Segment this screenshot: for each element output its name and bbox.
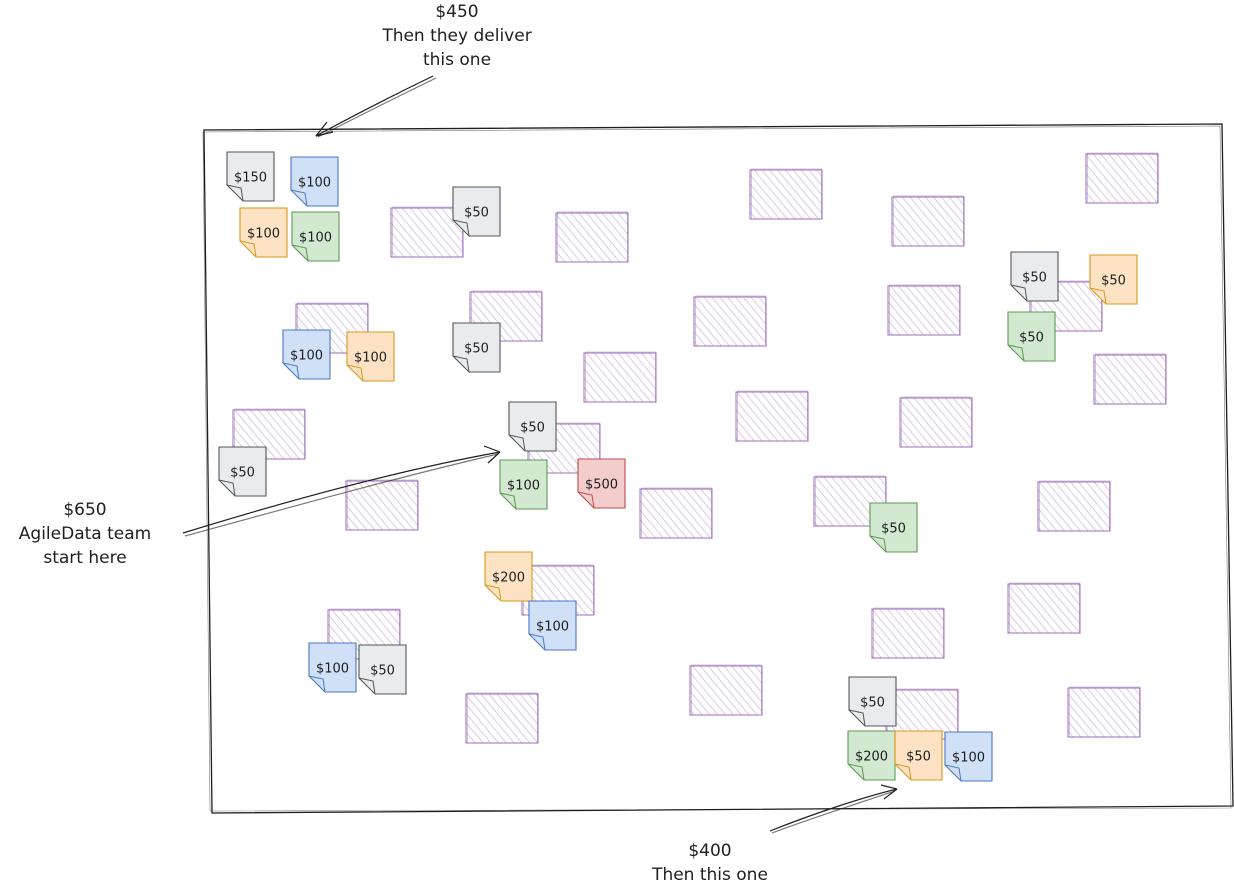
- sticky-note-orange: $50: [1089, 254, 1138, 305]
- sticky-note-label: $50: [1101, 274, 1126, 289]
- sticky-note-label: $50: [860, 696, 885, 711]
- sticky-note-orange: $100: [346, 331, 395, 382]
- sticky-note-green: $50: [869, 502, 918, 553]
- work-item-box: [891, 195, 965, 247]
- arrow-top: [315, 75, 437, 138]
- work-item-box: [693, 295, 767, 347]
- sticky-note-label: $100: [952, 751, 985, 766]
- sticky-note-orange: $100: [239, 207, 288, 258]
- annotation-top-amount: $450: [435, 2, 479, 22]
- sticky-note-label: $150: [234, 171, 267, 186]
- sticky-note-label: $50: [464, 206, 489, 221]
- work-item-box: [899, 396, 973, 448]
- work-item-box: [871, 607, 945, 659]
- work-item-box: [749, 168, 823, 220]
- board-frame: [203, 123, 1234, 814]
- work-item-box: [735, 390, 809, 442]
- sticky-note-label: $50: [1022, 271, 1047, 286]
- work-item-box: [1037, 480, 1111, 532]
- work-item-box: [1093, 353, 1167, 405]
- sticky-note-orange: $200: [484, 551, 533, 602]
- sticky-note-label: $50: [520, 421, 545, 436]
- work-item-box: [639, 487, 713, 539]
- annotation-bottom-line1: Then this one: [652, 865, 768, 885]
- sticky-note-blue: $100: [290, 156, 339, 207]
- work-item-box: [469, 290, 543, 342]
- sticky-note-label: $50: [906, 750, 931, 765]
- sticky-note-grey: $50: [452, 186, 501, 237]
- sticky-note-green: $100: [499, 459, 548, 510]
- sticky-note-grey: $50: [508, 401, 557, 452]
- work-item-box: [390, 206, 464, 258]
- sticky-note-label: $50: [370, 664, 395, 679]
- sticky-note-label: $100: [354, 351, 387, 366]
- annotation-top: $450 Then they deliver this one: [357, 0, 557, 72]
- sticky-note-label: $100: [298, 176, 331, 191]
- sticky-note-label: $100: [290, 349, 323, 364]
- sticky-note-label: $100: [507, 479, 540, 494]
- sticky-note-label: $500: [585, 478, 618, 493]
- sticky-note-label: $200: [492, 571, 525, 586]
- annotation-top-line1: Then they deliver: [382, 26, 532, 46]
- sticky-note-grey: $50: [358, 644, 407, 695]
- work-item-box: [887, 284, 961, 336]
- annotation-bottom: $400 Then this one: [610, 839, 810, 887]
- sticky-note-grey: $50: [452, 322, 501, 373]
- sticky-note-label: $50: [464, 342, 489, 357]
- work-item-box: [1007, 582, 1081, 634]
- sticky-note-label: $50: [230, 466, 255, 481]
- sticky-note-grey: $50: [218, 446, 267, 497]
- sticky-note-red: $500: [577, 458, 626, 509]
- sticky-note-label: $100: [536, 620, 569, 635]
- sticky-note-label: $100: [316, 662, 349, 677]
- work-item-box: [465, 692, 539, 744]
- annotation-bottom-amount: $400: [688, 841, 732, 861]
- sticky-note-orange: $50: [894, 730, 943, 781]
- sticky-note-blue: $100: [282, 329, 331, 380]
- sticky-note-grey: $150: [226, 151, 275, 202]
- sticky-note-blue: $100: [308, 642, 357, 693]
- arrow-bottom: [769, 784, 898, 834]
- sticky-note-label: $50: [881, 522, 906, 537]
- sticky-note-label: $200: [855, 750, 888, 765]
- arrow-left: [182, 445, 501, 537]
- work-item-box: [555, 211, 629, 263]
- annotation-left-amount: $650: [63, 500, 107, 520]
- work-item-box: [1067, 686, 1141, 738]
- annotation-left: $650 AgileData team start here: [0, 498, 170, 570]
- work-item-box: [1085, 152, 1159, 204]
- sticky-note-blue: $100: [528, 600, 577, 651]
- annotation-left-line2: start here: [43, 548, 127, 568]
- work-item-box: [345, 479, 419, 531]
- sticky-note-green: $100: [291, 211, 340, 262]
- sticky-note-green: $50: [1007, 311, 1056, 362]
- sticky-note-grey: $50: [848, 676, 897, 727]
- work-item-box: [583, 351, 657, 403]
- sticky-note-label: $100: [247, 227, 280, 242]
- annotation-left-line1: AgileData team: [18, 524, 152, 544]
- sticky-note-blue: $100: [944, 731, 993, 782]
- sticky-note-green: $200: [847, 730, 896, 781]
- work-item-box: [689, 664, 763, 716]
- annotation-top-line2: this one: [422, 50, 492, 70]
- sticky-note-grey: $50: [1010, 251, 1059, 302]
- sticky-note-label: $100: [299, 231, 332, 246]
- sticky-note-label: $50: [1019, 331, 1044, 346]
